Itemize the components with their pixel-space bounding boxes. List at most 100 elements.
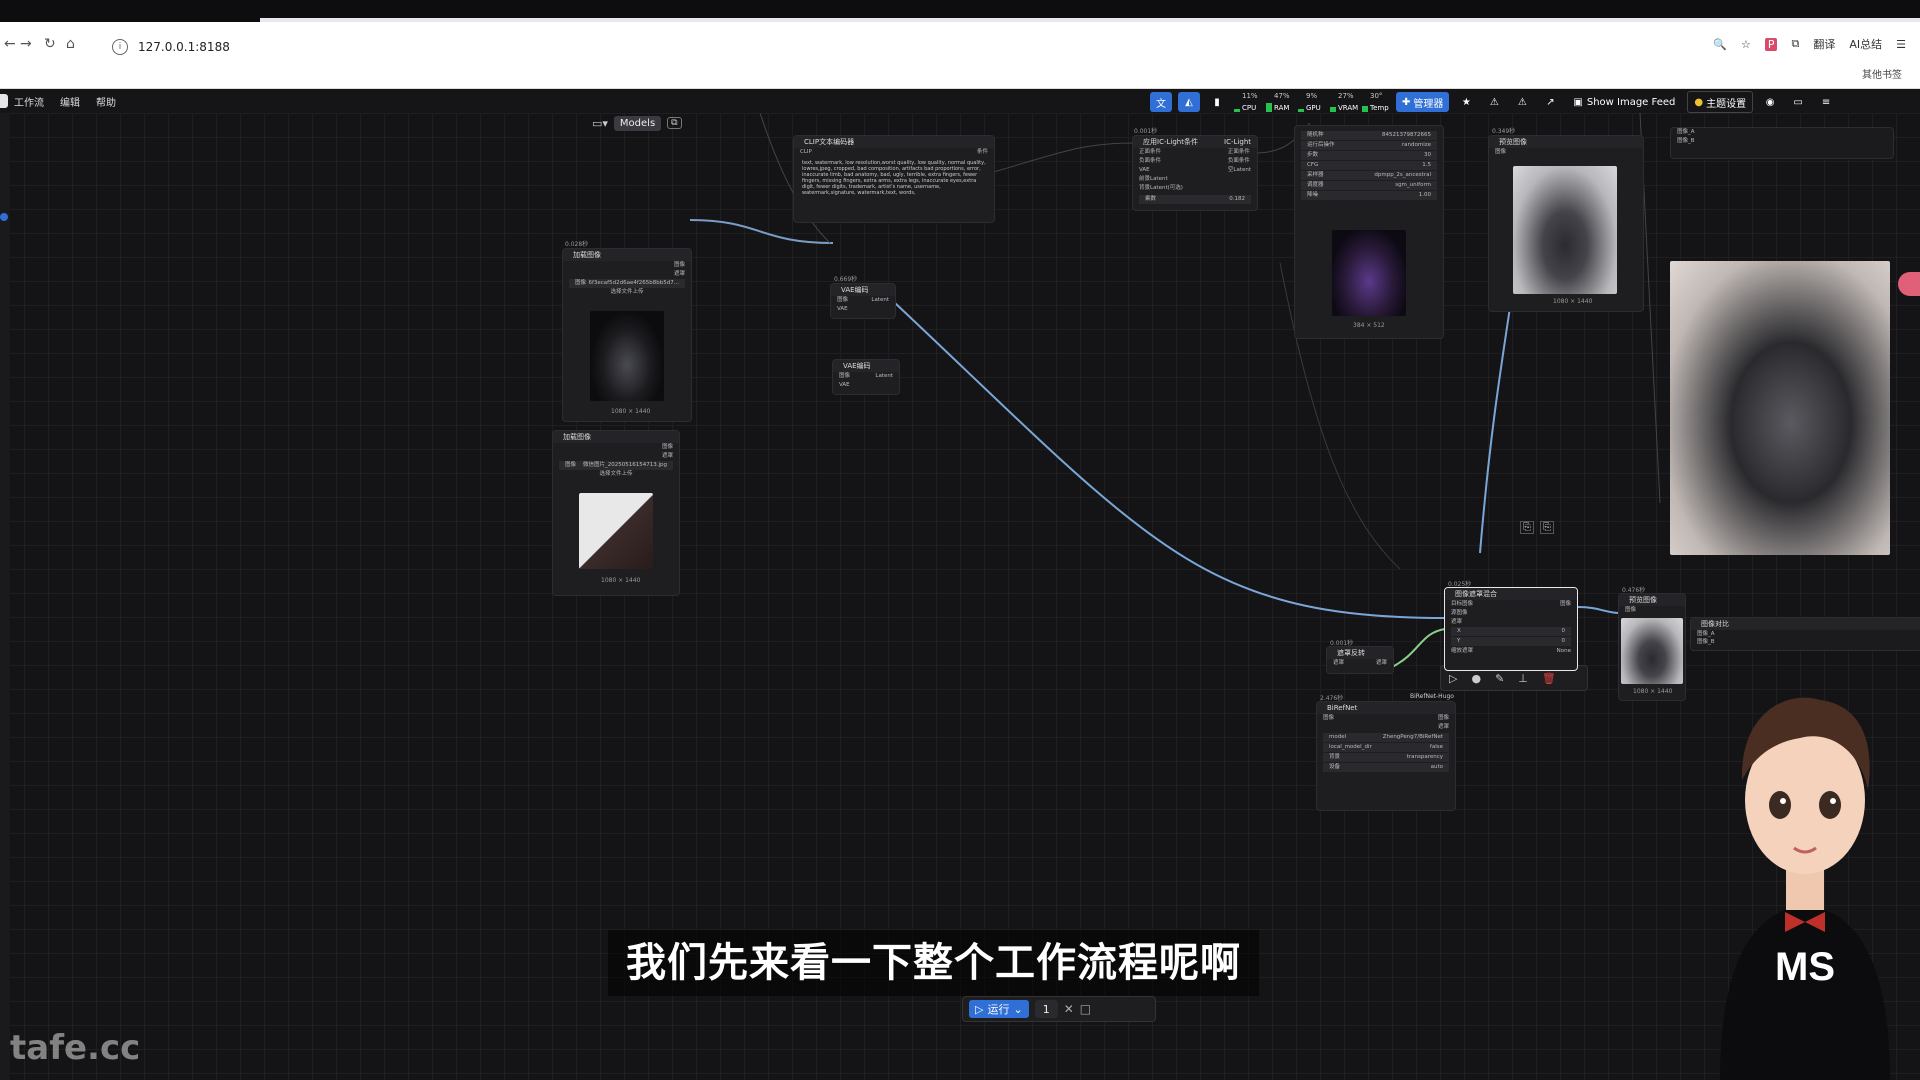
run-button[interactable]: ▷ 运行 ⌄ [969, 1000, 1029, 1018]
y-value[interactable]: 0 [1561, 638, 1566, 644]
node-compare-2[interactable]: 图像对比 图像_A 图像_B [1690, 617, 1920, 651]
port[interactable]: 负面条件 [1227, 158, 1250, 164]
folder-icon[interactable]: ▭▾ [592, 116, 608, 130]
port-vae[interactable]: VAE [837, 306, 848, 312]
x-value[interactable]: 0 [1561, 628, 1566, 634]
port-mask[interactable]: 遮罩 [1451, 619, 1463, 625]
user-icon[interactable]: ◉ [1765, 96, 1775, 108]
port-mask-out[interactable]: 遮罩 [1437, 724, 1449, 730]
port-latent[interactable]: Latent [875, 373, 893, 379]
port[interactable]: 前景Latent [1139, 176, 1168, 182]
puzzle-icon[interactable]: ⧉ [1791, 37, 1800, 50]
extension-icon[interactable]: P [1764, 37, 1778, 51]
port-condition[interactable]: 条件 [976, 149, 988, 155]
stop-icon[interactable]: □ [1079, 1002, 1092, 1016]
batch-count-input[interactable]: 1 [1034, 1000, 1058, 1018]
port-mask-out[interactable]: 遮罩 [1375, 660, 1387, 666]
field-value[interactable]: randomize [1401, 142, 1431, 148]
zoom-icon[interactable]: 🔍 [1713, 37, 1727, 51]
menu-icon[interactable]: ☰ [1896, 37, 1906, 51]
port-image[interactable]: 图像 [839, 373, 851, 379]
mode-value[interactable]: None [1556, 648, 1571, 654]
pen-icon[interactable]: ✎ [1495, 671, 1505, 685]
translate-icon[interactable]: 文 [1150, 92, 1172, 112]
ungroup-icon[interactable]: ⎘ [1540, 521, 1554, 534]
node-mask-invert[interactable]: 遮罩反转 遮罩遮罩 [1326, 646, 1394, 674]
port-mask-in[interactable]: 遮罩 [1333, 660, 1345, 666]
field-value[interactable]: 1.00 [1418, 192, 1431, 198]
image-select[interactable]: 微信图片_20250516154713.jpg [583, 462, 667, 468]
port-mask[interactable]: 遮罩 [673, 271, 685, 277]
prompt-text[interactable]: text, watermark, low resolution,worst qu… [802, 160, 986, 196]
notification-icon[interactable] [0, 213, 8, 221]
port-image-a[interactable]: 图像_A [1697, 631, 1715, 637]
port[interactable]: 正面条件 [1139, 149, 1162, 155]
play-icon[interactable]: ▷ [1449, 671, 1458, 685]
pin-icon[interactable]: ⊥ [1518, 671, 1528, 685]
field-value[interactable]: false [1429, 744, 1443, 750]
port-image[interactable]: 图像 [661, 444, 673, 450]
other-bookmarks[interactable]: 其他书签 [1862, 70, 1902, 81]
port-image[interactable]: 图像 [837, 297, 849, 303]
image-select[interactable]: 6f3ecaf5d2d6ae4f265b8bb5d7... [588, 280, 679, 286]
port-mask[interactable]: 遮罩 [661, 453, 673, 459]
hamburger-icon[interactable]: ≡ [1821, 96, 1831, 108]
field-value[interactable]: ZhengPeng7/BiRefNet [1382, 734, 1443, 740]
ai-summary-button[interactable]: AI总结 [1849, 38, 1883, 51]
port-clip[interactable]: CLIP [800, 149, 812, 155]
back-icon[interactable]: ← [4, 36, 16, 52]
port-image[interactable]: 图像 [673, 262, 685, 268]
node-compare[interactable]: 图像_A 图像_B [1670, 127, 1894, 159]
color-icon[interactable]: ● [1471, 671, 1482, 685]
port-vae[interactable]: VAE [839, 382, 850, 388]
port-image-b[interactable]: 图像_B [1697, 639, 1715, 645]
chevron-down-icon[interactable]: ⌄ [1013, 1002, 1023, 1016]
port[interactable]: 负面条件 [1139, 158, 1162, 164]
home-icon[interactable]: ⌂ [66, 36, 75, 52]
star-icon[interactable]: ☆ [1740, 37, 1751, 51]
port-image-in[interactable]: 图像 [1323, 715, 1335, 721]
translate-button[interactable]: 翻译 [1813, 38, 1836, 51]
port-out-image[interactable]: 图像 [1559, 601, 1571, 607]
menu-workflow[interactable]: 工作流 [14, 98, 44, 109]
upload-button[interactable]: 选择文件上传 [610, 289, 644, 295]
delete-icon[interactable]: 🗑 [1541, 671, 1556, 685]
field-value[interactable]: transparency [1406, 754, 1443, 760]
port-image[interactable]: 图像 [1625, 607, 1637, 613]
draw-icon[interactable]: ◭ [1178, 92, 1200, 112]
port[interactable]: 正面条件 [1227, 149, 1250, 155]
panel-icon[interactable]: ▭ [1793, 96, 1803, 108]
port-image[interactable]: 图像 [1495, 149, 1507, 155]
field-value[interactable]: sgm_uniform [1395, 182, 1431, 188]
upload-button[interactable]: 选择文件上传 [599, 471, 633, 477]
multiplier-value[interactable]: 0.182 [1229, 196, 1245, 202]
port[interactable]: VAE [1139, 167, 1150, 173]
reload-icon[interactable]: ↻ [44, 36, 56, 52]
port-latent[interactable]: Latent [871, 297, 889, 303]
close-icon[interactable]: ✕ [1063, 1002, 1074, 1016]
theme-button[interactable]: ● 主题设置 [1687, 91, 1754, 113]
node-preview-2[interactable]: 预览图像 图像 1080 × 1440 [1618, 593, 1686, 701]
address-bar[interactable]: i 127.0.0.1:8188 [112, 34, 1672, 60]
share-icon[interactable]: ↗ [1546, 96, 1555, 108]
field-value[interactable]: 30 [1424, 152, 1431, 158]
warning-icon[interactable]: ⚠ [1489, 96, 1499, 108]
port[interactable]: 背景Latent(可选) [1139, 185, 1183, 191]
field-value[interactable]: auto [1430, 764, 1443, 770]
alert-icon[interactable]: ⚠ [1517, 96, 1527, 108]
node-load-image-2[interactable]: 加载图像 图像 遮罩 图像微信图片_20250516154713.jpg 选择文… [552, 430, 680, 596]
floating-widget[interactable] [1898, 272, 1920, 296]
